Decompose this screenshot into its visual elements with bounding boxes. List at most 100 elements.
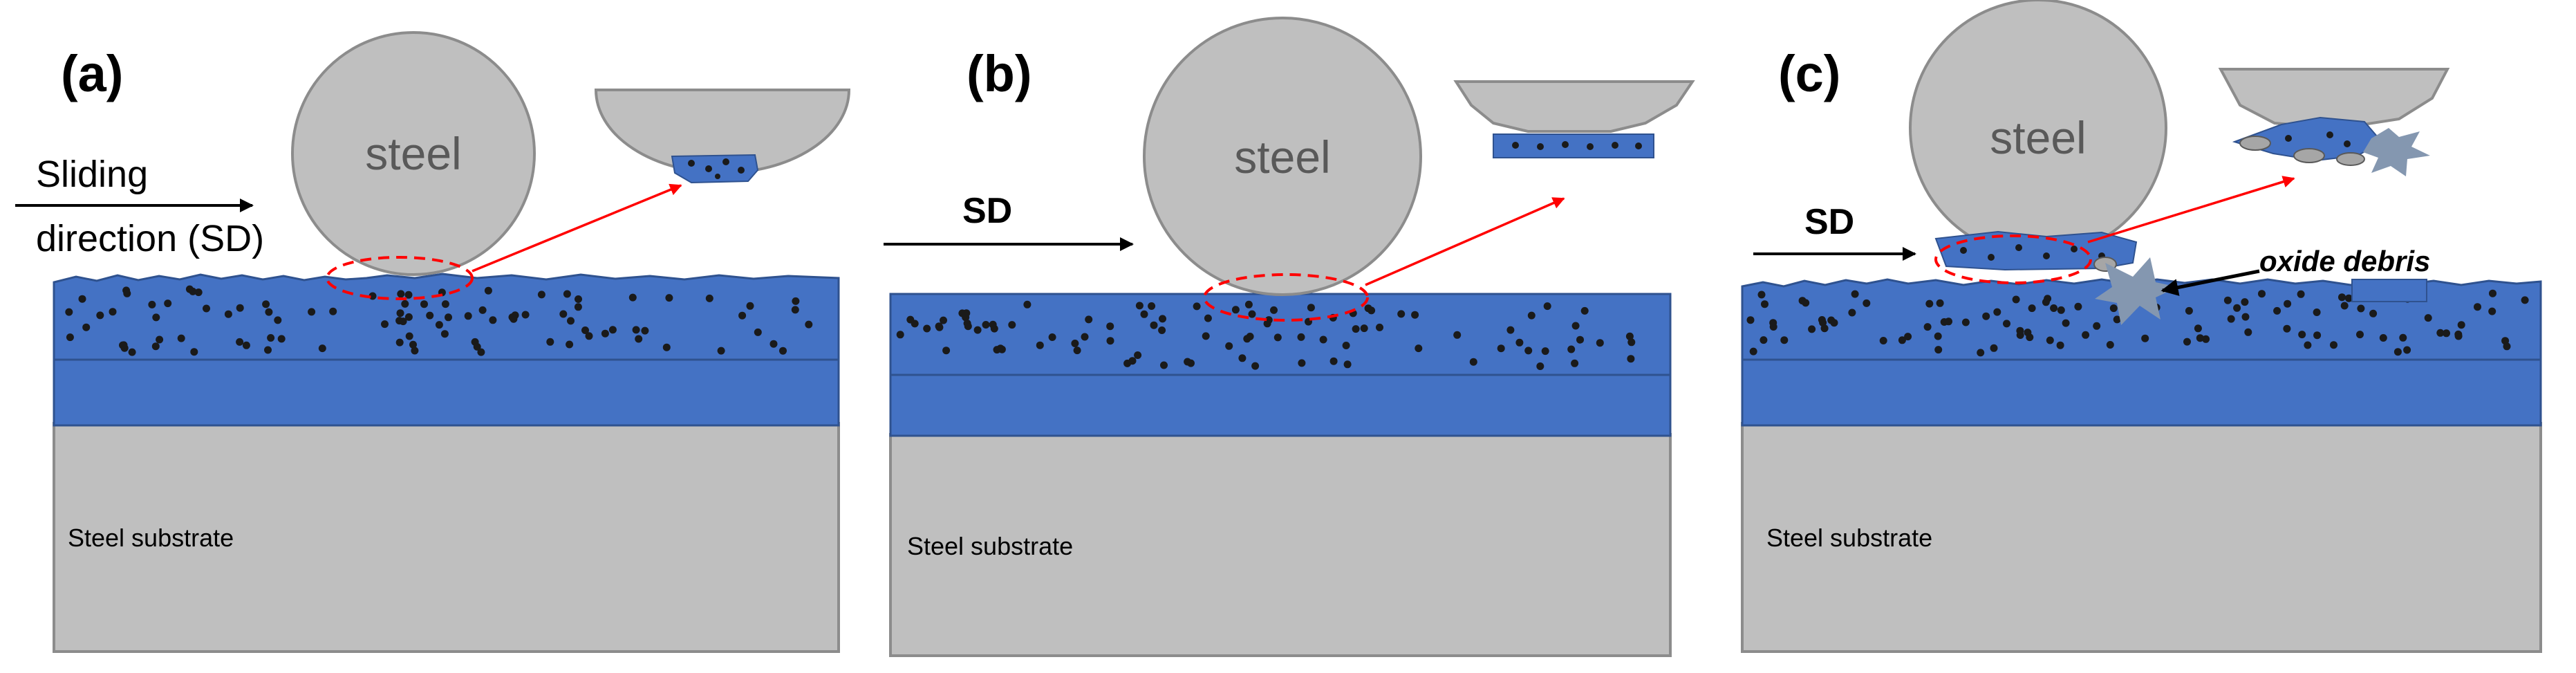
particle — [1571, 359, 1579, 367]
particle — [123, 289, 131, 297]
particle — [1757, 291, 1766, 299]
particle — [2113, 315, 2121, 324]
particle — [1982, 312, 1990, 320]
particle — [1936, 299, 1944, 307]
particle — [177, 334, 185, 342]
substrate-label-b: Steel substrate — [907, 532, 1073, 560]
coating-fragment-c — [2351, 279, 2427, 302]
particle — [738, 311, 747, 320]
panel-a: Steel substrate steel (a) Sliding direct… — [15, 31, 851, 653]
particle — [1263, 320, 1271, 328]
particle — [2330, 341, 2337, 349]
particle — [2082, 331, 2090, 339]
particle — [2338, 293, 2346, 302]
particle — [1297, 333, 1305, 341]
steel-substrate-c — [1741, 422, 2542, 653]
particle — [2042, 298, 2050, 306]
particle — [1140, 310, 1148, 318]
direction-label-c: SD — [1804, 202, 1854, 242]
particle — [1204, 314, 1212, 322]
particle — [395, 317, 404, 325]
panel-label-b: (b) — [967, 45, 1032, 102]
particle — [563, 290, 571, 298]
steel-ball-b — [1143, 17, 1422, 296]
particle — [2399, 333, 2407, 342]
particle — [2074, 302, 2082, 311]
particles-b — [896, 300, 1636, 370]
particle — [1453, 331, 1462, 339]
particle — [1150, 321, 1158, 329]
particle — [1073, 347, 1081, 355]
particle — [262, 300, 270, 308]
particle — [2313, 308, 2321, 316]
particle — [1158, 326, 1166, 334]
zoom-arrow-a — [472, 183, 682, 273]
substrate-label-a: Steel substrate — [68, 524, 234, 552]
transfer-film-b — [1493, 133, 1654, 158]
particle — [1627, 338, 1636, 347]
particle — [2109, 304, 2118, 313]
particle — [1160, 361, 1168, 369]
particle — [2273, 306, 2281, 315]
particle — [1497, 344, 1505, 353]
particle — [581, 326, 589, 334]
particle — [2443, 329, 2450, 338]
particle — [2340, 302, 2349, 310]
particle — [274, 316, 282, 324]
particle — [1244, 300, 1253, 308]
particle — [411, 347, 419, 355]
particle — [397, 290, 405, 298]
particle — [566, 340, 574, 349]
particle — [1225, 342, 1233, 350]
particle — [1343, 360, 1352, 369]
particle — [224, 310, 232, 318]
particle — [2024, 329, 2032, 337]
particle — [2194, 324, 2202, 333]
particle — [409, 340, 417, 349]
particle — [2297, 290, 2305, 298]
wear-flake-c — [1934, 230, 2138, 271]
particle — [440, 330, 449, 338]
particle — [2379, 334, 2387, 342]
particle — [164, 299, 172, 308]
particle — [1376, 323, 1383, 331]
particle — [404, 313, 413, 321]
particle — [1761, 300, 1768, 308]
particle — [608, 326, 617, 334]
transfer-film-a — [671, 154, 759, 184]
particle — [1202, 332, 1210, 340]
particle — [1746, 316, 1755, 324]
particle — [1411, 311, 1419, 319]
particle — [2369, 309, 2378, 317]
particle — [791, 306, 799, 314]
particle — [185, 285, 194, 293]
particle — [401, 299, 409, 308]
particle — [1543, 302, 1551, 311]
particle — [628, 293, 637, 302]
ball-label-a: steel — [365, 128, 461, 179]
particle — [151, 342, 160, 351]
ball-label-b: steel — [1234, 131, 1330, 183]
particle — [2424, 314, 2432, 322]
particle — [445, 313, 452, 322]
particle — [1848, 308, 1856, 317]
particle — [1627, 355, 1635, 363]
particle — [2233, 304, 2241, 312]
particle — [2016, 331, 2024, 339]
particle — [1270, 306, 1278, 314]
particle — [1977, 349, 1985, 357]
particle — [2185, 306, 2193, 315]
particle — [1364, 304, 1372, 313]
particle — [1940, 318, 1948, 326]
particle — [1415, 344, 1423, 353]
particle — [2488, 307, 2496, 315]
particle — [574, 303, 582, 311]
particle — [1036, 341, 1044, 349]
particle — [2436, 329, 2445, 337]
particle — [1827, 316, 1836, 324]
particle — [156, 335, 164, 344]
particle — [2056, 341, 2064, 349]
particle — [2093, 322, 2101, 330]
direction-label-b: SD — [962, 191, 1012, 231]
particle — [2046, 336, 2054, 344]
